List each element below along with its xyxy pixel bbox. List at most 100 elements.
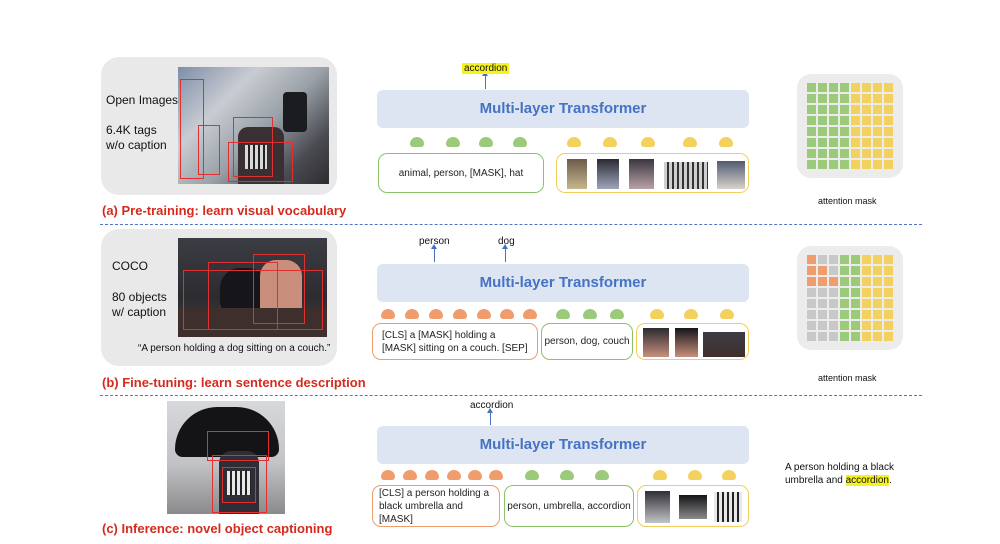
mask-cell: [840, 332, 849, 341]
mask-cell: [862, 255, 871, 264]
mask-cell: [851, 299, 860, 308]
mask-cell: [829, 299, 838, 308]
speaker-shape: [283, 92, 307, 132]
mask-cell: [807, 105, 816, 114]
mask-cell: [807, 321, 816, 330]
mask-cell: [862, 310, 871, 319]
region-embedding: [722, 470, 736, 480]
mask-cell: [884, 138, 893, 147]
mask-cell: [862, 299, 871, 308]
mask-cell: [807, 149, 816, 158]
mask-cell: [840, 288, 849, 297]
mask-cell: [829, 310, 838, 319]
mask-cell: [840, 299, 849, 308]
finetune-example-image: [178, 238, 327, 337]
mask-cell: [829, 116, 838, 125]
token-embedding: [410, 137, 424, 147]
mask-cell: [873, 138, 882, 147]
bounding-box: [253, 254, 305, 324]
region-thumbnail: [597, 159, 619, 189]
mask-cell: [884, 149, 893, 158]
mask-cell: [851, 288, 860, 297]
mask-cell: [862, 116, 871, 125]
couch-shape: [178, 308, 327, 337]
finetune-dataset-name: COCO: [112, 259, 148, 273]
mask-cell: [862, 277, 871, 286]
pretrain-tag-tokens: animal, person, [MASK], hat: [378, 153, 544, 193]
finetune-tag-tokens: person, dog, couch: [541, 323, 633, 360]
mask-cell: [807, 310, 816, 319]
finetune-region-tokens: [636, 323, 749, 360]
mask-cell: [851, 266, 860, 275]
mask-cell: [807, 299, 816, 308]
mask-cell: [873, 332, 882, 341]
region-thumbnail: [717, 161, 745, 189]
region-embedding: [683, 137, 697, 147]
pretrain-title: (a) Pre-training: learn visual vocabular…: [102, 203, 347, 218]
mask-cell: [807, 127, 816, 136]
pretrain-dataset-detail-2: w/o caption: [106, 138, 167, 152]
bounding-box: [207, 431, 269, 461]
mask-cell: [862, 83, 871, 92]
mask-cell: [884, 288, 893, 297]
mask-cell: [884, 94, 893, 103]
finetune-transformer: Multi-layer Transformer: [377, 264, 749, 302]
region-embedding: [688, 470, 702, 480]
bounding-box: [228, 142, 293, 182]
mask-cell: [862, 94, 871, 103]
region-embedding: [653, 470, 667, 480]
mask-cell: [840, 255, 849, 264]
mask-cell: [884, 277, 893, 286]
mask-cell: [873, 83, 882, 92]
finetune-output-word-1: person: [419, 236, 450, 247]
mask-cell: [873, 288, 882, 297]
finetune-dataset-detail-1: 80 objects: [112, 290, 167, 304]
mask-cell: [851, 332, 860, 341]
mask-cell: [840, 116, 849, 125]
mask-cell: [840, 321, 849, 330]
token-embedding: [525, 470, 539, 480]
mask-cell: [807, 160, 816, 169]
mask-cell: [884, 116, 893, 125]
mask-cell: [840, 266, 849, 275]
bounding-box: [222, 467, 256, 503]
region-embedding: [650, 309, 664, 319]
mask-cell: [807, 83, 816, 92]
mask-cell: [862, 127, 871, 136]
mask-cell: [862, 332, 871, 341]
region-thumbnail: [643, 328, 669, 357]
pretrain-tag-tokens-text: animal, person, [MASK], hat: [398, 167, 524, 179]
mask-cell: [807, 255, 816, 264]
mask-cell: [851, 277, 860, 286]
inference-transformer: Multi-layer Transformer: [377, 426, 749, 464]
mask-cell: [829, 321, 838, 330]
region-embedding: [719, 137, 733, 147]
inference-output-arrow: [486, 408, 493, 425]
region-thumbnail: [645, 491, 670, 523]
token-embedding: [556, 309, 570, 319]
mask-cell: [818, 94, 827, 103]
mask-cell: [862, 149, 871, 158]
mask-cell: [884, 83, 893, 92]
inference-result-prefix: A person holding a black umbrella and: [785, 462, 894, 486]
pretrain-region-tokens: [556, 153, 749, 193]
bounding-box: [198, 125, 220, 175]
finetune-mask-label: attention mask: [818, 373, 877, 383]
inference-output-word: accordion: [470, 400, 514, 411]
mask-cell: [840, 138, 849, 147]
token-embedding: [425, 470, 439, 480]
region-embedding: [567, 137, 581, 147]
pretrain-transformer: Multi-layer Transformer: [377, 90, 749, 128]
pretrain-example-image: [178, 67, 329, 184]
mask-cell: [884, 299, 893, 308]
region-embedding: [603, 137, 617, 147]
mask-cell: [807, 277, 816, 286]
mask-cell: [862, 160, 871, 169]
section-divider: [100, 224, 922, 225]
mask-cell: [807, 266, 816, 275]
bounding-box: [212, 455, 267, 513]
region-thumbnail: [629, 159, 654, 189]
inference-example-image: [167, 401, 285, 514]
token-embedding: [595, 470, 609, 480]
mask-cell: [873, 116, 882, 125]
